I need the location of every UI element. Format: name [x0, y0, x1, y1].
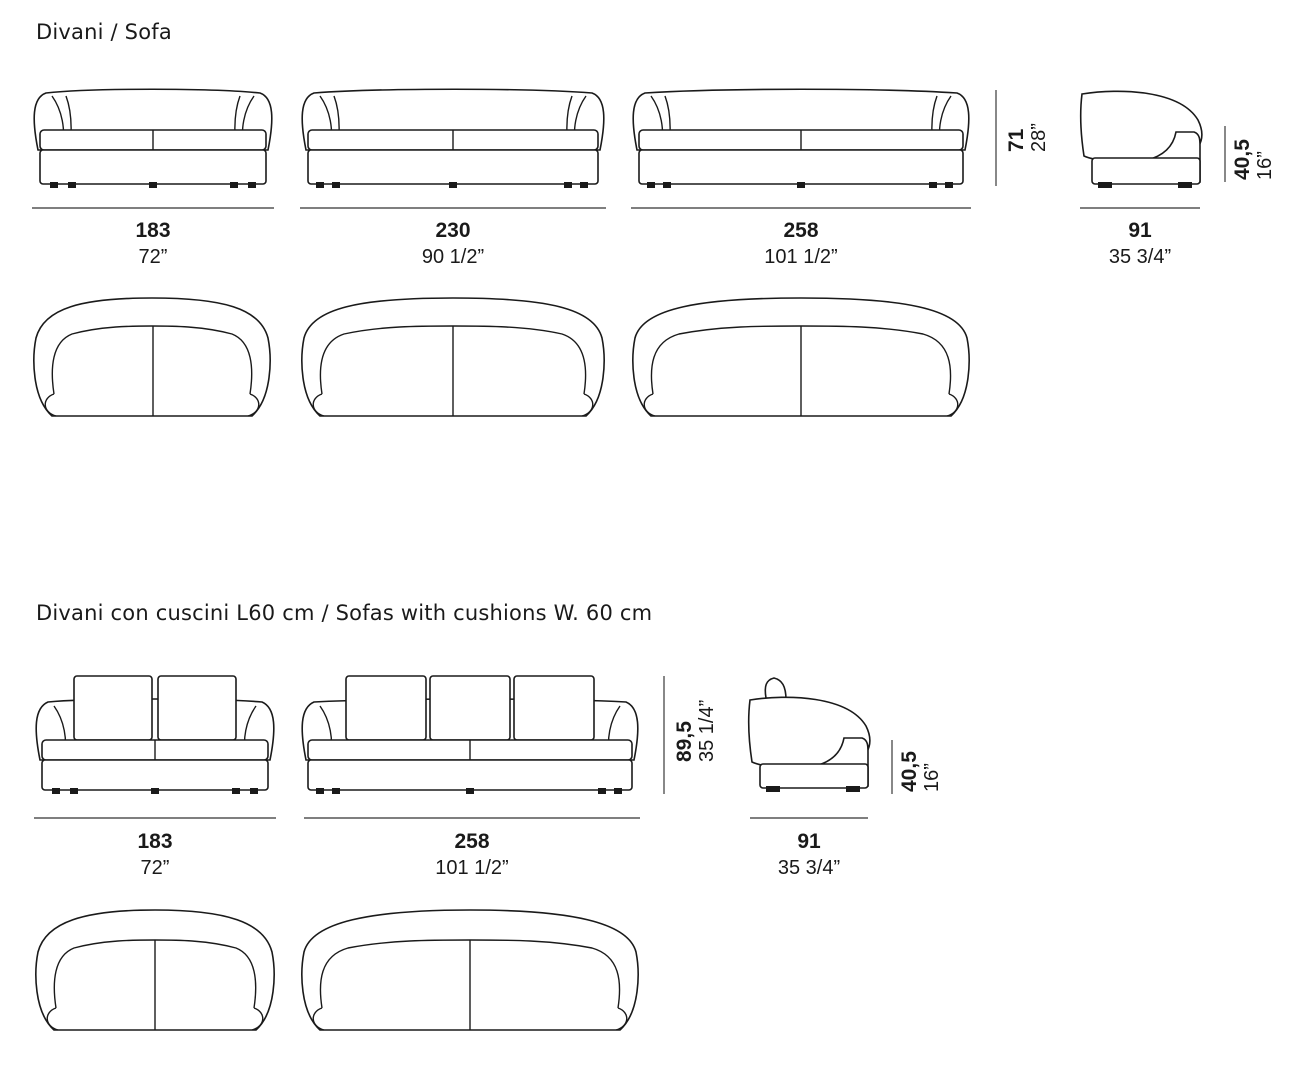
dimension-inches: 16”: [1254, 151, 1276, 180]
dimension-label-sofa-230: 230 90 1/2”: [353, 218, 553, 270]
sofa-cushions-183-front-view: [35, 675, 275, 794]
sofa-cushions-side-view: [747, 677, 871, 792]
dimension-cm: 40,5: [898, 751, 921, 792]
section-title-sofa: Divani / Sofa: [36, 20, 172, 44]
sofa-183-front-view: [33, 88, 273, 188]
dimension-cm: 91: [1128, 219, 1152, 242]
dimension-inches: 90 1/2”: [421, 246, 485, 268]
dimension-inches: 35 3/4”: [1108, 246, 1172, 268]
dimension-cm: 89,5: [673, 721, 696, 762]
dimension-inches: 72”: [138, 246, 168, 268]
dimension-cm: 40,5: [1231, 139, 1254, 180]
dimension-label-cushion-side-depth: 91 35 3/4”: [709, 829, 909, 881]
sofa-side-view: [1079, 90, 1203, 188]
dimension-inches: 16”: [921, 763, 943, 792]
dimension-cm: 91: [797, 830, 821, 853]
dimension-label-cushion-seat-height: 40,5 16”: [898, 751, 943, 792]
dimension-inches: 101 1/2”: [764, 246, 838, 268]
sofa-183-top-view: [33, 297, 271, 417]
dimension-cm: 230: [435, 219, 471, 242]
dimension-inches: 101 1/2”: [435, 857, 509, 879]
sofa-cushions-258-top-view: [301, 909, 639, 1031]
dimension-label-side-depth: 91 35 3/4”: [1040, 218, 1240, 270]
dimension-inches: 35 1/4”: [696, 699, 718, 762]
dimension-cm: 71: [1005, 128, 1028, 152]
dimension-inches: 35 3/4”: [777, 857, 841, 879]
dimension-label-height: 71 28”: [1005, 123, 1050, 152]
sofa-cushions-258-front-view: [301, 675, 639, 794]
dimension-inches: 28”: [1028, 123, 1050, 152]
dimension-label-cushion-sofa-183: 183 72”: [55, 829, 255, 881]
section-title-sofas-with-cushions: Divani con cuscini L60 cm / Sofas with c…: [36, 601, 653, 625]
sofa-230-front-view: [301, 88, 605, 188]
sofa-cushions-183-top-view: [35, 909, 275, 1031]
dimension-label-seat-height: 40,5 16”: [1231, 139, 1276, 180]
dimension-label-sofa-183: 183 72”: [53, 218, 253, 270]
sofa-258-front-view: [632, 88, 970, 188]
dimension-label-sofa-258: 258 101 1/2”: [701, 218, 901, 270]
dimension-cm: 183: [135, 219, 171, 242]
sofa-230-top-view: [301, 297, 605, 417]
dimension-label-cushion-height: 89,5 35 1/4”: [673, 699, 718, 762]
dimension-cm: 258: [454, 830, 490, 853]
dimension-inches: 72”: [140, 857, 170, 879]
sofa-258-top-view: [632, 297, 970, 417]
dimension-label-cushion-sofa-258: 258 101 1/2”: [372, 829, 572, 881]
dimension-cm: 183: [137, 830, 173, 853]
dimension-cm: 258: [783, 219, 819, 242]
